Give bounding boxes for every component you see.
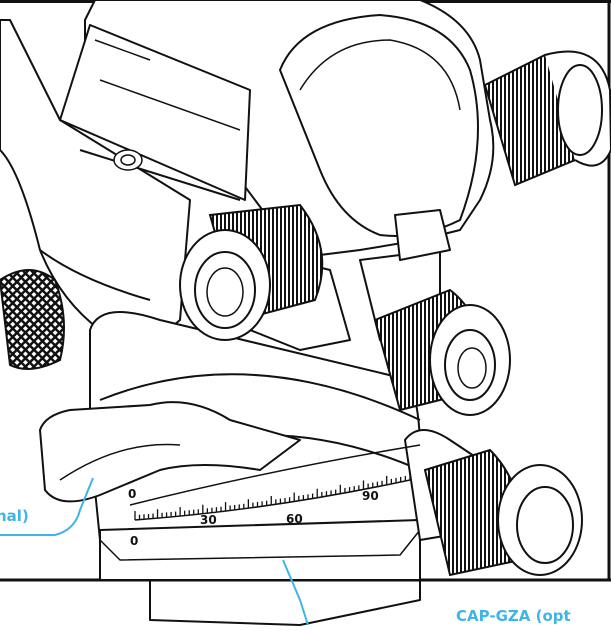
graduated-scale [129, 444, 421, 521]
scale-numbers: 0 30 60 90 0 [128, 487, 379, 548]
knurled-knob-icon [483, 50, 611, 187]
scale-number: 60 [286, 512, 303, 526]
leader-right [282, 559, 309, 626]
scale-number: 90 [362, 489, 379, 503]
scale-number: 30 [200, 513, 217, 527]
bubble-level-icon [113, 149, 143, 171]
scale-number: 0 [130, 534, 138, 548]
callout-label-right: CAP-GZA (opt [456, 607, 571, 625]
scale-number: 0 [128, 487, 136, 501]
knurled-knob-icon [423, 448, 583, 577]
eyepiece-icon [429, 304, 511, 416]
leader-left [0, 477, 94, 536]
knurled-knob-icon [0, 269, 65, 370]
eyepiece-icon [179, 229, 271, 341]
callout-leaders [0, 477, 309, 626]
callout-label-left: nal) [0, 507, 29, 525]
